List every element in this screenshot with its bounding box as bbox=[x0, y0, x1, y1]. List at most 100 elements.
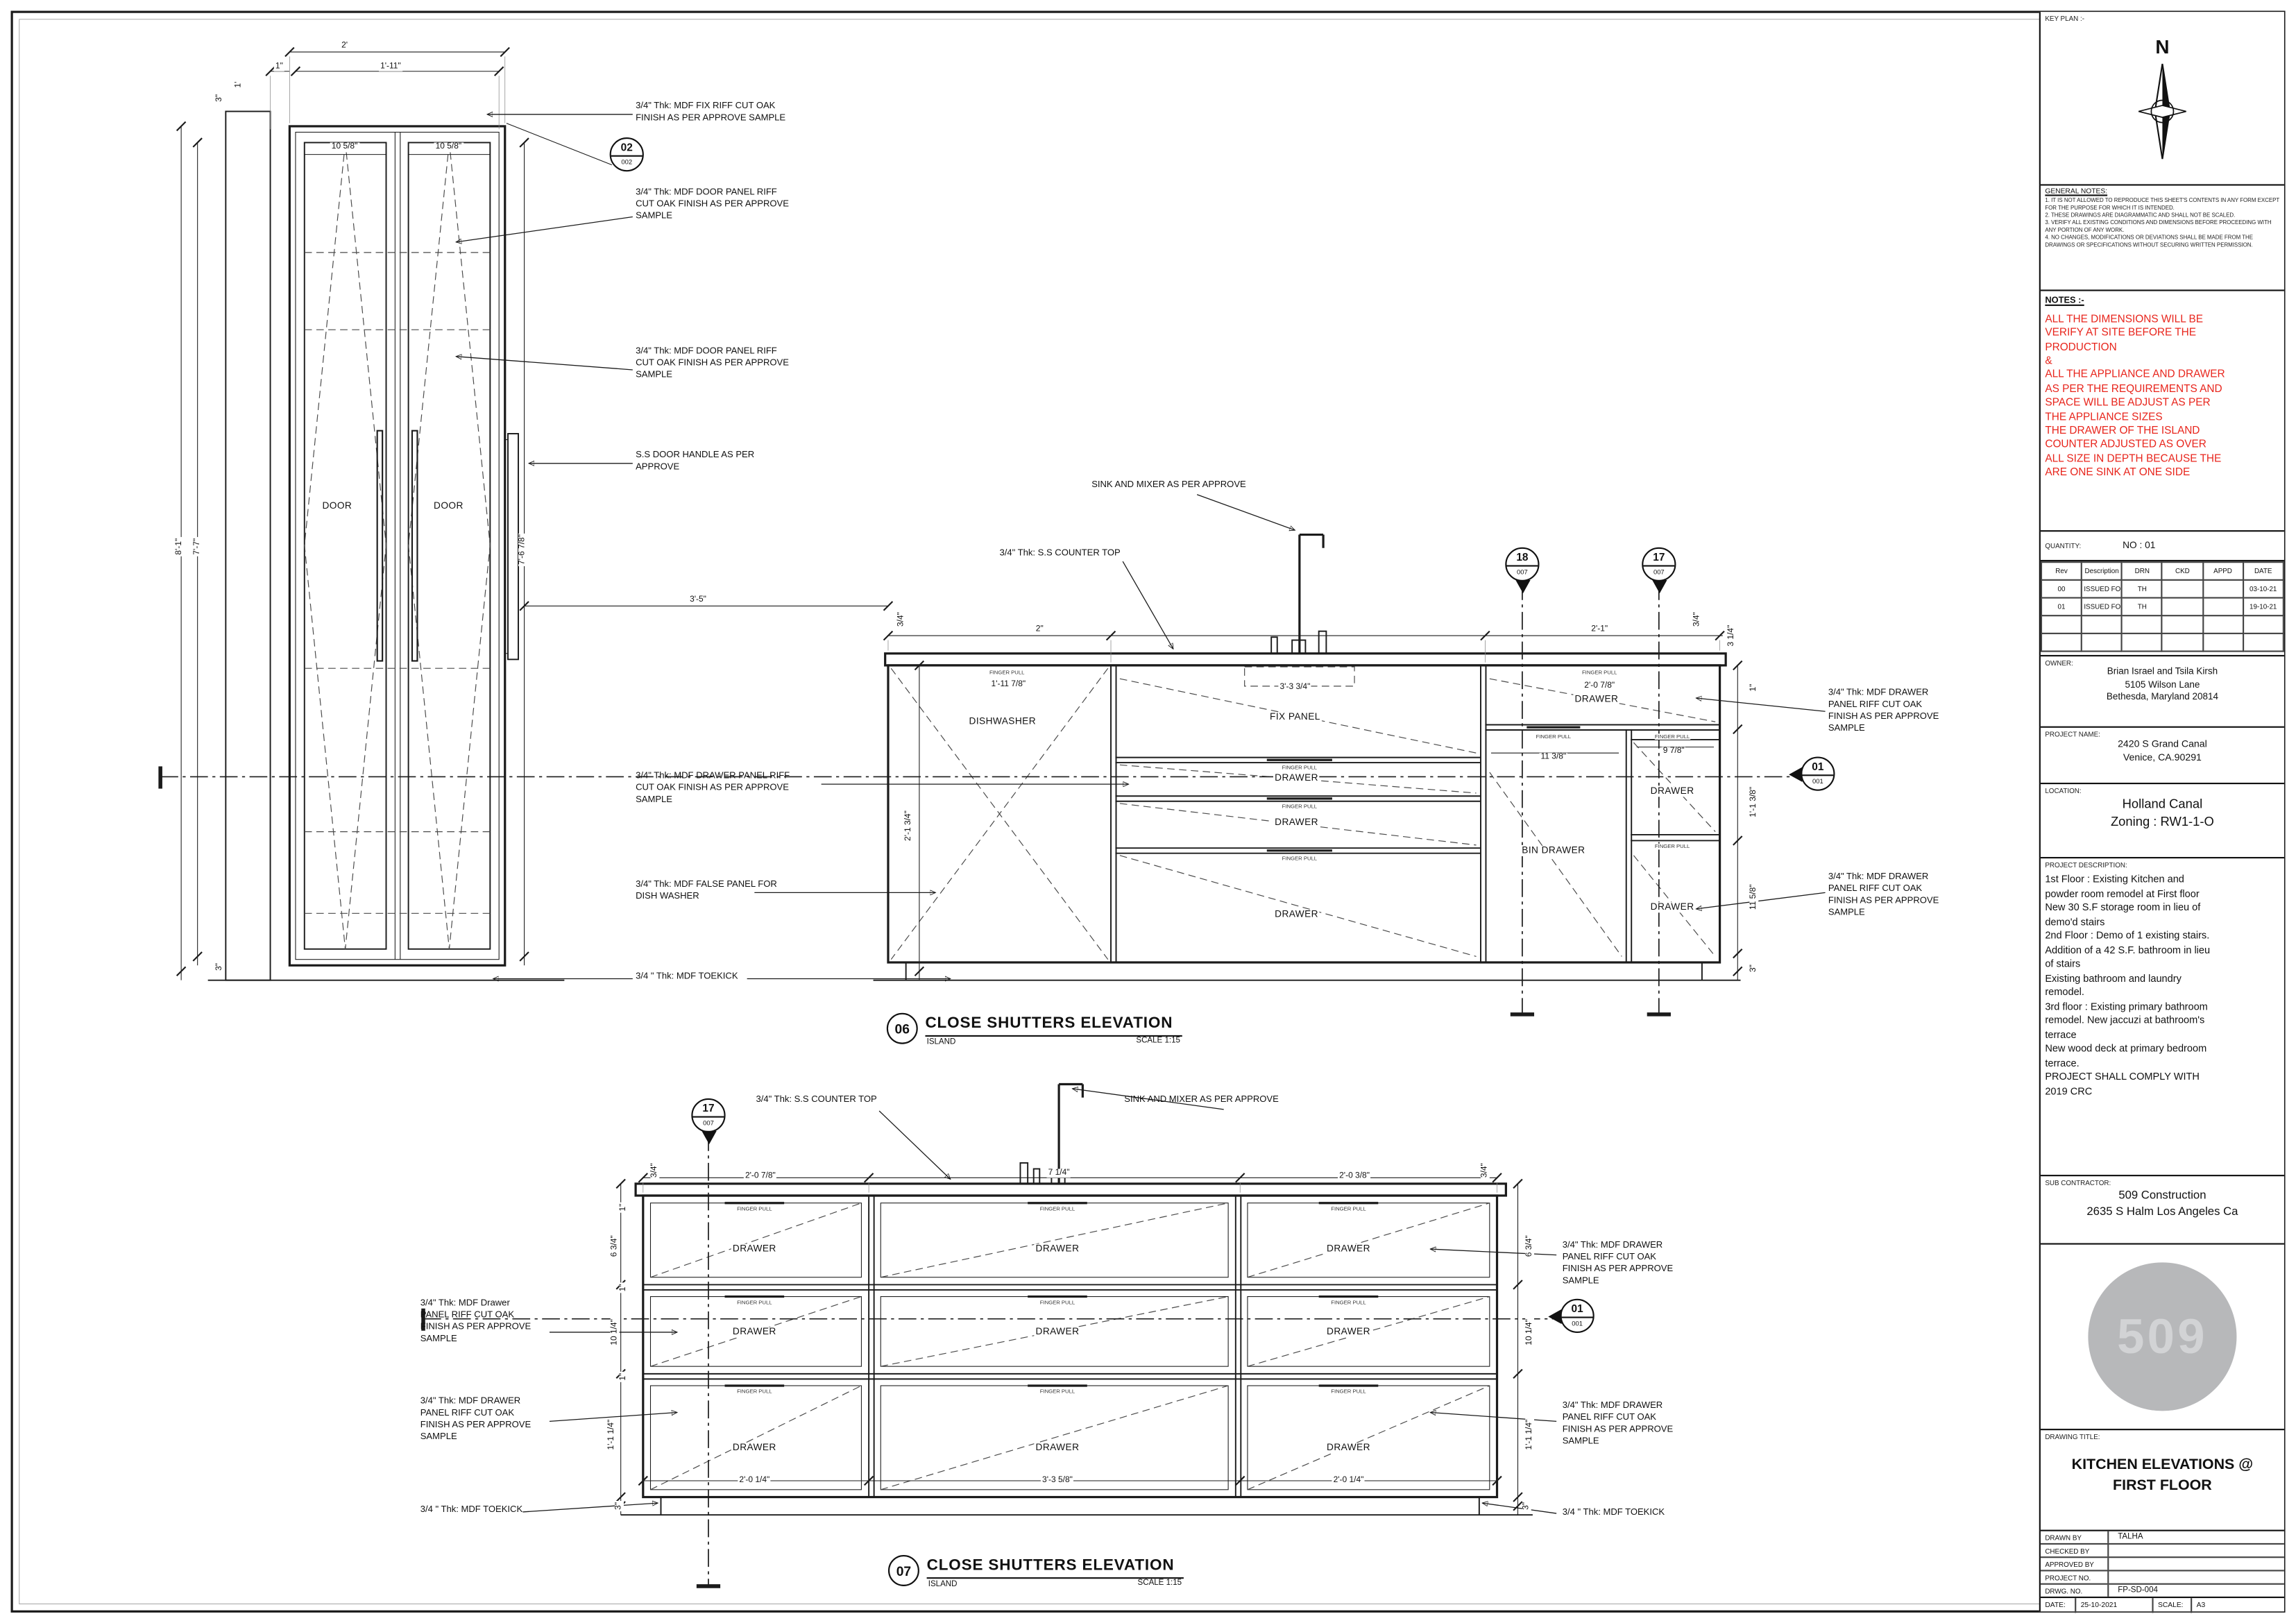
info-row-label: APPROVED BY bbox=[2041, 1558, 2109, 1570]
dimension-text: 10 5/8" bbox=[434, 142, 464, 152]
titleblock-project-description: PROJECT DESCRIPTION: 1st Floor : Existin… bbox=[2040, 858, 2284, 1177]
finger-pull-label: FINGER PULL bbox=[1654, 843, 1690, 850]
rev-cell-desc bbox=[2081, 615, 2123, 634]
dimension-text: 3'-3 5/8" bbox=[1040, 1476, 1075, 1486]
general-note-item: 2. THESE DRAWINGS ARE DIAGRAMMATIC AND S… bbox=[2045, 212, 2236, 219]
dimension-text: 2'-0 1/4" bbox=[738, 1476, 772, 1486]
sub-contractor-line: 2635 S Halm Los Angeles Ca bbox=[2086, 1205, 2238, 1218]
component-label: BIN DRAWER bbox=[1520, 845, 1587, 856]
quantity-value: NO : 01 bbox=[2123, 541, 2156, 552]
general-notes-title: GENERAL NOTES: bbox=[2045, 188, 2108, 196]
section-sheet: 007 bbox=[1653, 568, 1665, 576]
annotation-note: 3/4" Thk: MDF DRAWER PANEL RIFF CUT OAK … bbox=[1828, 872, 1939, 918]
info-row-value: FP-SD-004 bbox=[2118, 1586, 2158, 1595]
rev-cell-rev bbox=[2040, 632, 2083, 652]
section-number: 01 bbox=[1561, 1300, 1593, 1318]
sub-contractor-label: SUB CONTRACTOR: bbox=[2045, 1179, 2111, 1187]
scale-label: SCALE: bbox=[2154, 1598, 2193, 1613]
drawing-title-text: KITCHEN ELEVATIONS @ FIRST FLOOR bbox=[2071, 1456, 2254, 1495]
annotation-note: SINK AND MIXER AS PER APPROVE bbox=[1124, 1094, 1279, 1105]
section-marker: 18 007 bbox=[1505, 547, 1540, 581]
finger-pull-label: FINGER PULL bbox=[1331, 1299, 1366, 1306]
info-row-label: CHECKED BY bbox=[2041, 1545, 2109, 1557]
info-row-value: TALHA bbox=[2118, 1532, 2143, 1542]
north-letter: N bbox=[2155, 35, 2170, 58]
annotation-note: 3/4 " Thk: MDF TOEKICK bbox=[1562, 1507, 1665, 1518]
component-label: DRAWER bbox=[1325, 1243, 1372, 1255]
notes-title: NOTES :- bbox=[2045, 297, 2084, 306]
rev-cell-desc: ISSUED FOR APPROVAL bbox=[2081, 579, 2123, 599]
component-label: DRAWER bbox=[1325, 1327, 1372, 1338]
component-label: DRAWER bbox=[1325, 1443, 1372, 1454]
view-title: 07 CLOSE SHUTTERS ELEVATION ISLAND SCALE… bbox=[887, 1554, 1245, 1599]
owner-line: Bethesda, Maryland 20814 bbox=[2106, 692, 2218, 703]
section-marker: 17 007 bbox=[691, 1098, 726, 1133]
north-arrow: N bbox=[2115, 35, 2210, 172]
section-marker: 02 002 bbox=[609, 137, 644, 172]
location-label: LOCATION: bbox=[2045, 787, 2082, 795]
component-label: DISHWASHER bbox=[967, 716, 1038, 727]
date-value: 25-10-2021 bbox=[2076, 1598, 2154, 1613]
dimension-text: 3 1/4" bbox=[1727, 623, 1737, 648]
rev-cell-drn bbox=[2121, 632, 2163, 652]
section-marker: 17 007 bbox=[1642, 547, 1676, 581]
component-label: DRAWER bbox=[1273, 909, 1320, 920]
owner-line: Brian Israel and Tsila Kirsh bbox=[2107, 667, 2218, 678]
view-subtitle: ISLAND bbox=[928, 1580, 958, 1590]
finger-pull-label: FINGER PULL bbox=[737, 1206, 772, 1212]
dimension-text: 7 1/4" bbox=[1046, 1169, 1071, 1178]
notes-red-text: ALL THE DIMENSIONS WILL BE VERIFY AT SIT… bbox=[2045, 312, 2225, 479]
view-scale: SCALE 1:15 bbox=[1136, 1036, 1180, 1046]
rev-cell-rev: 00 bbox=[2040, 579, 2083, 599]
dimension-text: 1'-1 3/8" bbox=[1749, 785, 1759, 819]
info-row-label: PROJECT NO. bbox=[2041, 1571, 2109, 1583]
general-note-item: 1. IT IS NOT ALLOWED TO REPRODUCE THIS S… bbox=[2045, 197, 2280, 211]
finger-pull-label: FINGER PULL bbox=[1581, 670, 1617, 676]
annotation-note: 3/4" Thk: MDF Drawer PANEL RIFF CUT OAK … bbox=[420, 1298, 532, 1344]
titleblock-info-rows: DRAWN BY TALHA CHECKED BY APPROVED BY PR… bbox=[2040, 1531, 2284, 1599]
dimension-text: 3" bbox=[215, 961, 225, 973]
dimension-text: 1'-11 7/8" bbox=[989, 680, 1028, 690]
annotation-note: 3/4" Thk: MDF DRAWER PANEL RIFF CUT OAK … bbox=[420, 1395, 532, 1442]
rev-cell-ckd bbox=[2161, 615, 2204, 634]
finger-pull-label: FINGER PULL bbox=[1331, 1206, 1366, 1212]
view-title-text: CLOSE SHUTTERS ELEVATION bbox=[925, 1014, 1182, 1037]
annotation-note: 3/4" Thk: S.S COUNTER TOP bbox=[999, 547, 1121, 559]
section-sheet: 001 bbox=[1572, 1320, 1583, 1327]
dimension-text: 3/4" bbox=[1480, 1162, 1490, 1180]
dimension-text: 1" bbox=[619, 1371, 629, 1382]
project-description-label: PROJECT DESCRIPTION: bbox=[2045, 861, 2127, 869]
view-subtitle: ISLAND bbox=[926, 1038, 956, 1047]
rev-table-row bbox=[2040, 632, 2284, 652]
rev-cell-rev: 01 bbox=[2040, 597, 2083, 617]
drawing-title-label: DRAWING TITLE: bbox=[2045, 1433, 2100, 1441]
dimension-text: 3" bbox=[215, 92, 225, 103]
rev-table-header: DATE bbox=[2242, 561, 2284, 581]
titleblock-general-notes: GENERAL NOTES: 1. IT IS NOT ALLOWED TO R… bbox=[2040, 186, 2284, 291]
info-row: CHECKED BY bbox=[2040, 1545, 2284, 1558]
location-line: Holland Canal bbox=[2122, 796, 2203, 811]
dimension-text: 2'-0 3/8" bbox=[1337, 1171, 1372, 1181]
component-label: DRAWER bbox=[1034, 1243, 1081, 1255]
dimension-text: 3'-3 3/4" bbox=[1278, 683, 1312, 692]
dimension-text: 1'-1 1/4" bbox=[607, 1418, 617, 1452]
location-line: Zoning : RW1-1-O bbox=[2110, 814, 2214, 829]
rev-cell-appd bbox=[2202, 579, 2244, 599]
view-number-circle: 06 bbox=[886, 1012, 918, 1044]
info-row: DRWG. NO. FP-SD-004 bbox=[2040, 1584, 2284, 1597]
section-number: 17 bbox=[692, 1100, 724, 1117]
dimension-text: 3/4" bbox=[1693, 610, 1702, 629]
annotation-note: 3/4" Thk: MDF DRAWER PANEL RIFF CUT OAK … bbox=[636, 770, 790, 805]
dimension-text: 3" bbox=[615, 1500, 624, 1511]
project-description-text: 1st Floor : Existing Kitchen and powder … bbox=[2045, 874, 2211, 1098]
logo-509: 509 bbox=[2088, 1262, 2237, 1411]
dimension-text: 1'-11" bbox=[378, 62, 402, 71]
titleblock-logo-section: 509 bbox=[2040, 1245, 2284, 1431]
finger-pull-label: FINGER PULL bbox=[1039, 1388, 1075, 1395]
